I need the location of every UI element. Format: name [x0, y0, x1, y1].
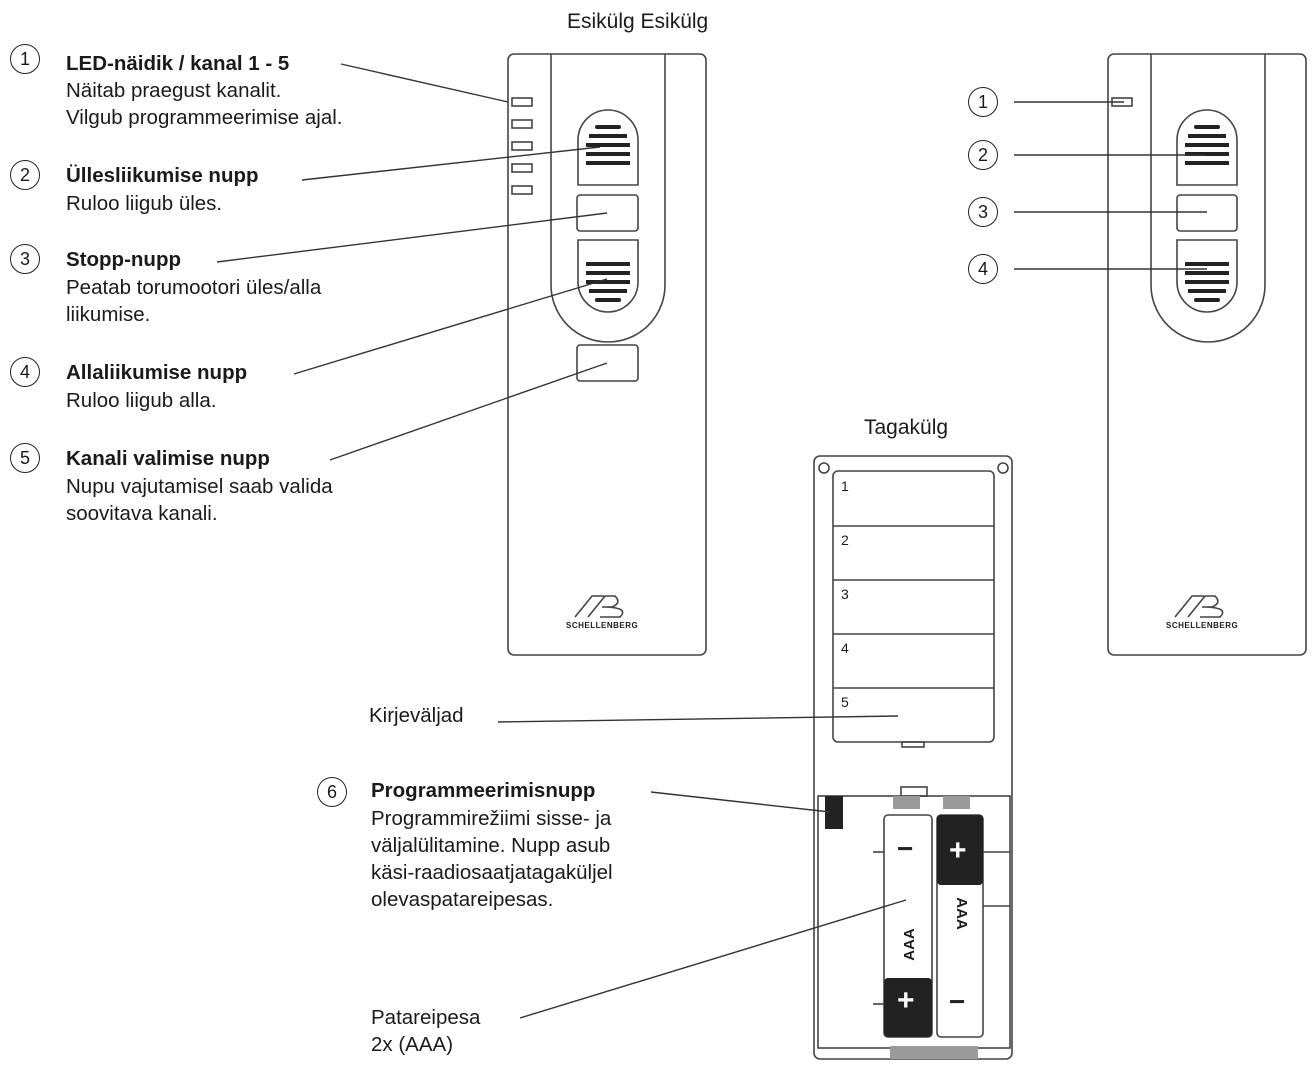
logo-mark-front	[574, 595, 624, 618]
led-indicator-4	[511, 163, 533, 173]
led-indicator-2	[511, 119, 533, 129]
led-indicator-3	[511, 141, 533, 151]
front-stop-button	[576, 194, 639, 232]
item-1-title: LED-näidik / kanal 1 - 5	[66, 52, 290, 75]
front-down-button	[577, 239, 639, 313]
right-up-button	[1176, 109, 1238, 186]
battery-right-type: AAA	[952, 897, 970, 930]
label-fields-panel	[832, 470, 995, 743]
item-2-desc: Ruloo liigub üles.	[66, 192, 223, 215]
right-down-button	[1176, 239, 1238, 313]
callout-num-1: 1	[10, 44, 40, 74]
right-callout-num-3: 3	[968, 197, 998, 227]
label-fields-label: Kirjeväljad	[369, 704, 464, 727]
item-6-title: Programmeerimisnupp	[371, 779, 596, 802]
item-4-desc: Ruloo liigub alla.	[66, 389, 217, 412]
front-remote-button-frame	[550, 54, 666, 343]
callout-num-3: 3	[10, 244, 40, 274]
screw-hole-left	[818, 462, 830, 474]
right-remote-body	[1107, 53, 1307, 656]
item-1-desc: Näitab praegust kanalit.Vilgub programme…	[66, 79, 343, 129]
led-indicator-1	[511, 97, 533, 107]
right-callout-num-2: 2	[968, 140, 998, 170]
caption-front: Esikülg Esikülg	[567, 10, 709, 33]
slot-number-2: 2	[841, 532, 849, 548]
callout-num-6: 6	[317, 777, 347, 807]
callout-num-2: 2	[10, 160, 40, 190]
callout-num-5: 5	[10, 443, 40, 473]
item-3-title: Stopp-nupp	[66, 248, 181, 271]
item-2-title: Üllesliikumise nupp	[66, 164, 259, 187]
battery-left-plus: +	[897, 984, 915, 1017]
item-4-title: Allaliikumise nupp	[66, 361, 248, 384]
brand-logo-right: SCHELLENBERG	[1166, 621, 1239, 630]
programming-button	[825, 796, 843, 829]
slot-number-1: 1	[841, 478, 849, 494]
right-stop-button	[1176, 194, 1238, 232]
brand-logo-front: SCHELLENBERG	[566, 621, 639, 630]
led-indicator-5	[511, 185, 533, 195]
battery-right-minus: −	[949, 986, 966, 1017]
caption-back: Tagakülg	[864, 416, 949, 439]
front-channel-button	[576, 344, 639, 382]
battery-left-type: AAA	[900, 928, 918, 961]
slot-number-4: 4	[841, 640, 849, 656]
front-up-button	[577, 109, 639, 186]
right-remote-button-frame	[1150, 54, 1266, 343]
slot-number-5: 5	[841, 694, 849, 710]
battery-right-plus: +	[949, 834, 967, 867]
battery-left-minus: −	[897, 833, 914, 864]
slot-number-3: 3	[841, 586, 849, 602]
right-callout-num-4: 4	[968, 254, 998, 284]
right-callout-num-1: 1	[968, 87, 998, 117]
callout-num-4: 4	[10, 357, 40, 387]
item-5-title: Kanali valimise nupp	[66, 447, 270, 470]
screw-hole-right	[997, 462, 1009, 474]
front-remote-body	[507, 53, 707, 656]
logo-mark-right	[1174, 595, 1224, 618]
